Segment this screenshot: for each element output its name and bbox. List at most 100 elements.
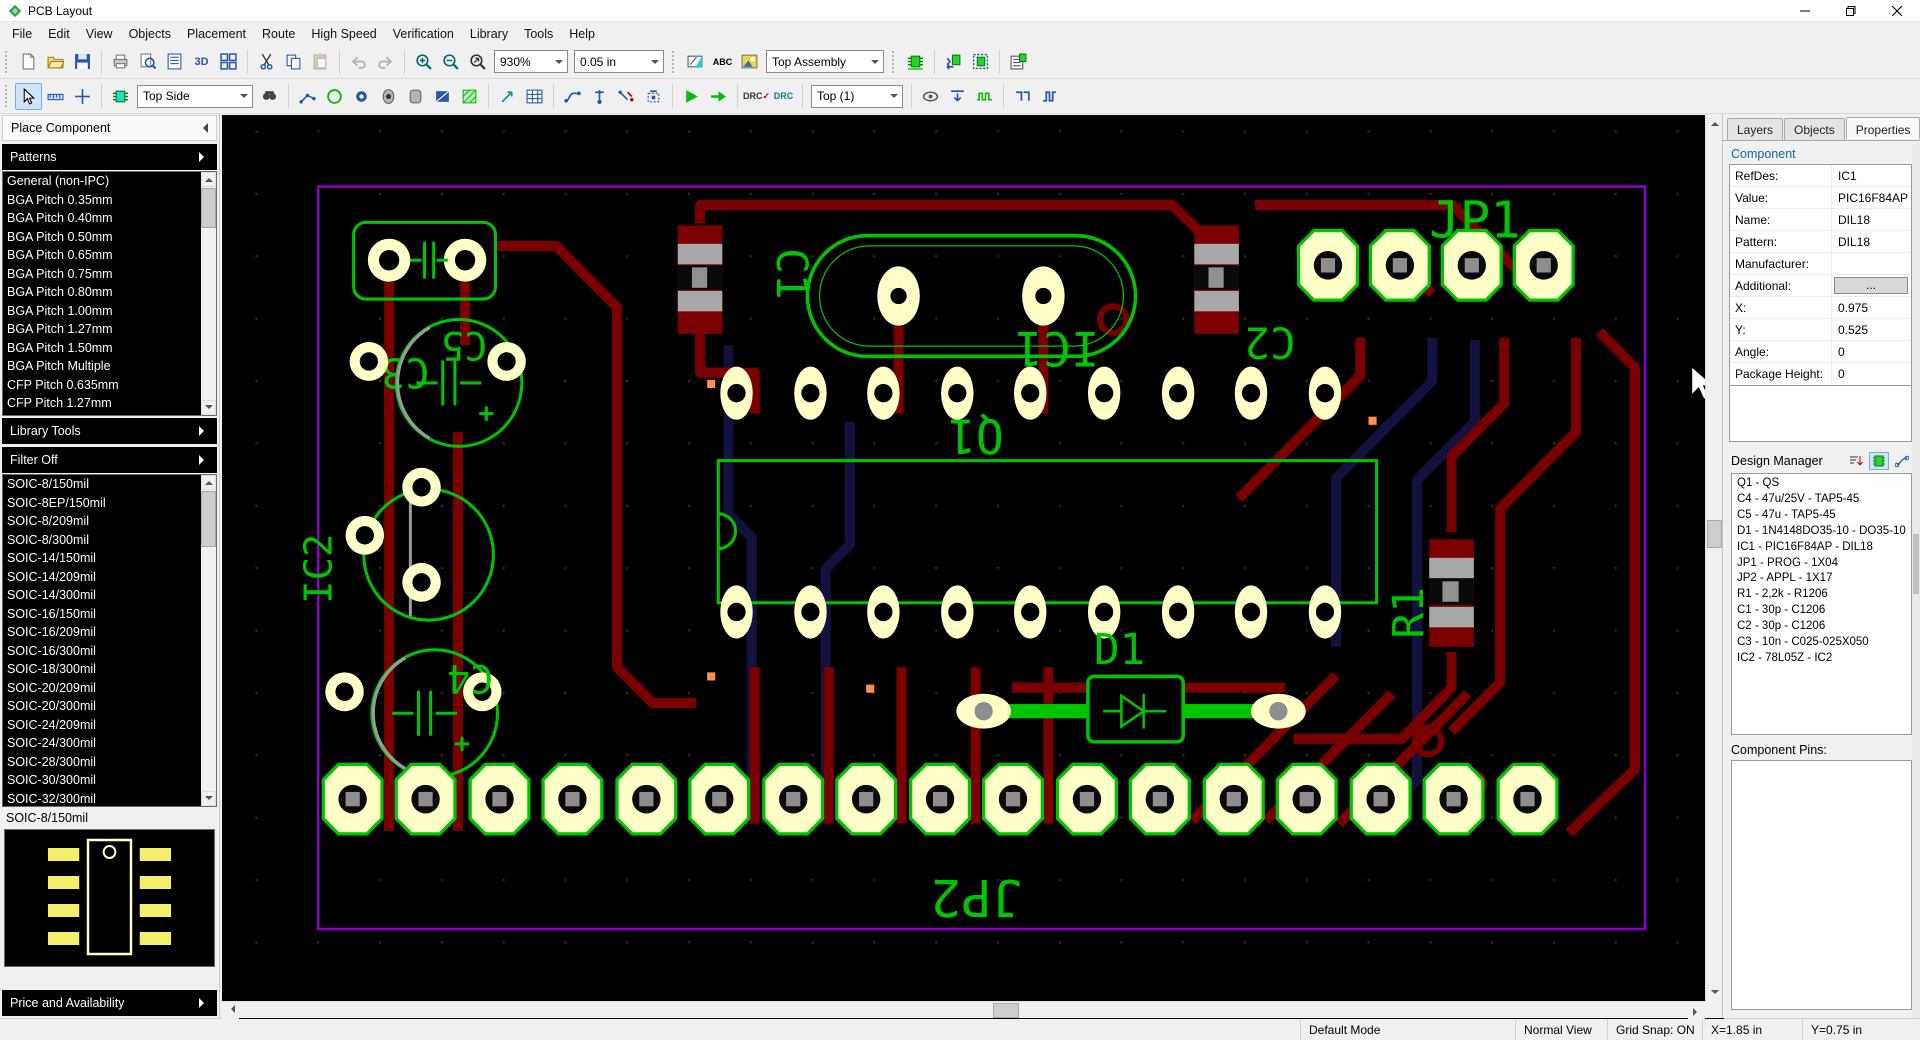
pattern-library-item[interactable]: BGA Pitch Multiple — [7, 359, 111, 373]
edit-traces-button[interactable] — [640, 83, 667, 110]
menu-item[interactable]: Tools — [524, 26, 554, 41]
footprint-item[interactable]: SOIC-24/209mil — [7, 717, 96, 732]
footprint-item[interactable]: SOIC-8/150mil — [7, 477, 89, 491]
new-file-button[interactable] — [15, 48, 42, 75]
footprint-item[interactable]: SOIC-32/300mil — [7, 791, 96, 806]
route-add-node-button[interactable] — [586, 83, 613, 110]
place-smd-pad-button[interactable] — [402, 83, 429, 110]
chevron-down-icon[interactable] — [236, 86, 252, 107]
scroll-down-icon[interactable] — [201, 400, 216, 415]
zoom-out-button[interactable] — [437, 48, 464, 75]
design-item[interactable]: C4 - 47u/25V - TAP5-45 — [1737, 492, 1860, 505]
component-jp1[interactable]: JP1 — [1299, 190, 1573, 300]
save-button[interactable] — [69, 48, 96, 75]
scroll-down-icon[interactable] — [1706, 984, 1723, 1001]
pattern-library-item[interactable]: BGA Pitch 0.80mm — [7, 285, 113, 299]
footprint-item[interactable]: SOIC-24/300mil — [7, 736, 96, 750]
footprint-item[interactable]: SOIC-16/150mil — [7, 606, 96, 621]
pattern-library-item[interactable]: BGA Pitch 1.27mm — [7, 322, 113, 336]
pcb-canvas[interactable]: C3 C5 — [222, 115, 1724, 1019]
unroute-button[interactable] — [613, 83, 640, 110]
pattern-library-item[interactable]: BGA Pitch 0.75mm — [7, 266, 113, 281]
compare-length-button[interactable] — [1009, 83, 1036, 110]
board-outline[interactable] — [316, 185, 1647, 931]
phase-tune-button[interactable] — [1036, 83, 1063, 110]
pattern-library-item[interactable]: BGA Pitch 1.50mm — [7, 340, 113, 355]
next-step-button[interactable] — [705, 83, 732, 110]
component-c1[interactable]: C1 — [677, 225, 816, 334]
place-polygon-button[interactable] — [429, 83, 456, 110]
property-value[interactable]: 0 — [1838, 344, 1845, 359]
panel-tab[interactable]: Objects — [1784, 118, 1845, 140]
pattern-library-item[interactable]: General (non-IPC) — [7, 174, 110, 188]
meander-button[interactable] — [971, 83, 998, 110]
close-button[interactable] — [1874, 0, 1920, 21]
property-value[interactable]: IC1 — [1838, 168, 1857, 183]
toolbar-grip[interactable] — [5, 50, 11, 73]
scroll-up-icon[interactable] — [201, 475, 216, 490]
pattern-library-item[interactable]: CFP Pitch 0.635mm — [7, 377, 119, 392]
align-components-button[interactable] — [944, 83, 971, 110]
drc-check-button[interactable]: DRC✓ — [742, 90, 771, 101]
panelize-button[interactable] — [215, 48, 242, 75]
component-jp2[interactable]: JP2 — [323, 764, 1557, 927]
open-button[interactable] — [42, 48, 69, 75]
price-availability-header[interactable]: Price and Availability — [2, 990, 217, 1016]
toolbar-grip[interactable] — [5, 85, 11, 107]
property-value[interactable]: 0.975 — [1838, 300, 1869, 315]
component-list-button[interactable] — [1005, 48, 1032, 75]
place-copper-pour-button[interactable] — [456, 83, 483, 110]
menu-item[interactable]: Edit — [48, 26, 70, 41]
grid-size-combo[interactable]: 0.05 in — [574, 50, 664, 73]
scroll-left-icon[interactable] — [222, 1002, 239, 1019]
scroll-up-icon[interactable] — [201, 172, 216, 187]
print-preview-button[interactable] — [134, 48, 161, 75]
preview-3d-button[interactable]: 3D — [194, 55, 209, 68]
layer-colors-button[interactable] — [682, 48, 709, 75]
panel-tab[interactable]: Properties — [1845, 117, 1920, 139]
patterns-section-header[interactable]: Patterns — [2, 144, 217, 170]
pattern-mode-button[interactable] — [107, 83, 134, 110]
layout-info-button[interactable] — [161, 48, 188, 75]
footprint-item[interactable]: SOIC-14/209mil — [7, 569, 96, 584]
menu-item[interactable]: Objects — [128, 26, 171, 41]
footprint-item[interactable]: SOIC-18/300mil — [7, 662, 96, 676]
design-item[interactable]: C3 - 10n - C025-025X050 — [1737, 636, 1869, 649]
footprint-item[interactable]: SOIC-30/300mil — [7, 773, 96, 787]
chevron-down-icon[interactable] — [886, 86, 902, 107]
default-mode-button[interactable] — [15, 82, 42, 110]
pattern-library-item[interactable]: BGA Pitch 0.35mm — [7, 192, 113, 207]
footprint-item[interactable]: SOIC-20/209mil — [7, 680, 96, 695]
nets-view-button[interactable] — [1892, 452, 1912, 470]
footprint-item[interactable]: SOIC-8/209mil — [7, 514, 89, 528]
component-d1[interactable]: D1 — [956, 625, 1306, 744]
menu-item[interactable]: Route — [262, 26, 296, 41]
component-r1[interactable]: R1 — [1384, 539, 1474, 647]
components-view-button[interactable] — [1869, 452, 1889, 470]
component-c5[interactable]: C5 — [350, 317, 526, 448]
panel-header-place-component[interactable]: Place Component — [2, 115, 217, 141]
menu-item[interactable]: Library — [469, 26, 509, 41]
update-from-schematic-button[interactable] — [940, 48, 967, 75]
place-pad-button[interactable] — [375, 83, 402, 110]
menu-item[interactable]: File — [12, 26, 33, 41]
run-autorouter-button[interactable] — [678, 83, 705, 110]
place-via-button[interactable] — [348, 83, 375, 110]
ratlines-button[interactable] — [494, 83, 521, 110]
component-c2[interactable]: C2 — [1194, 225, 1296, 367]
chevron-down-icon[interactable] — [551, 51, 567, 72]
design-item[interactable]: C1 - 30p - C1206 — [1737, 604, 1826, 617]
property-value[interactable]: ... — [1834, 277, 1908, 294]
chevron-down-icon[interactable] — [647, 51, 663, 72]
place-line-button[interactable] — [294, 83, 321, 110]
scroll-right-icon[interactable] — [1688, 1002, 1705, 1019]
pattern-library-item[interactable]: BGA Pitch 0.65mm — [7, 248, 113, 262]
find-button[interactable] — [256, 83, 283, 110]
grid-table-button[interactable] — [521, 83, 548, 110]
footprint-item[interactable]: SOIC-16/300mil — [7, 643, 96, 658]
component-ic1-dip18[interactable] — [716, 367, 1379, 639]
panel-tab[interactable]: Layers — [1727, 118, 1784, 140]
place-component-button[interactable] — [902, 48, 929, 75]
design-item[interactable]: Q1 - QS — [1737, 477, 1780, 489]
place-text-button[interactable]: ABC — [712, 56, 733, 67]
